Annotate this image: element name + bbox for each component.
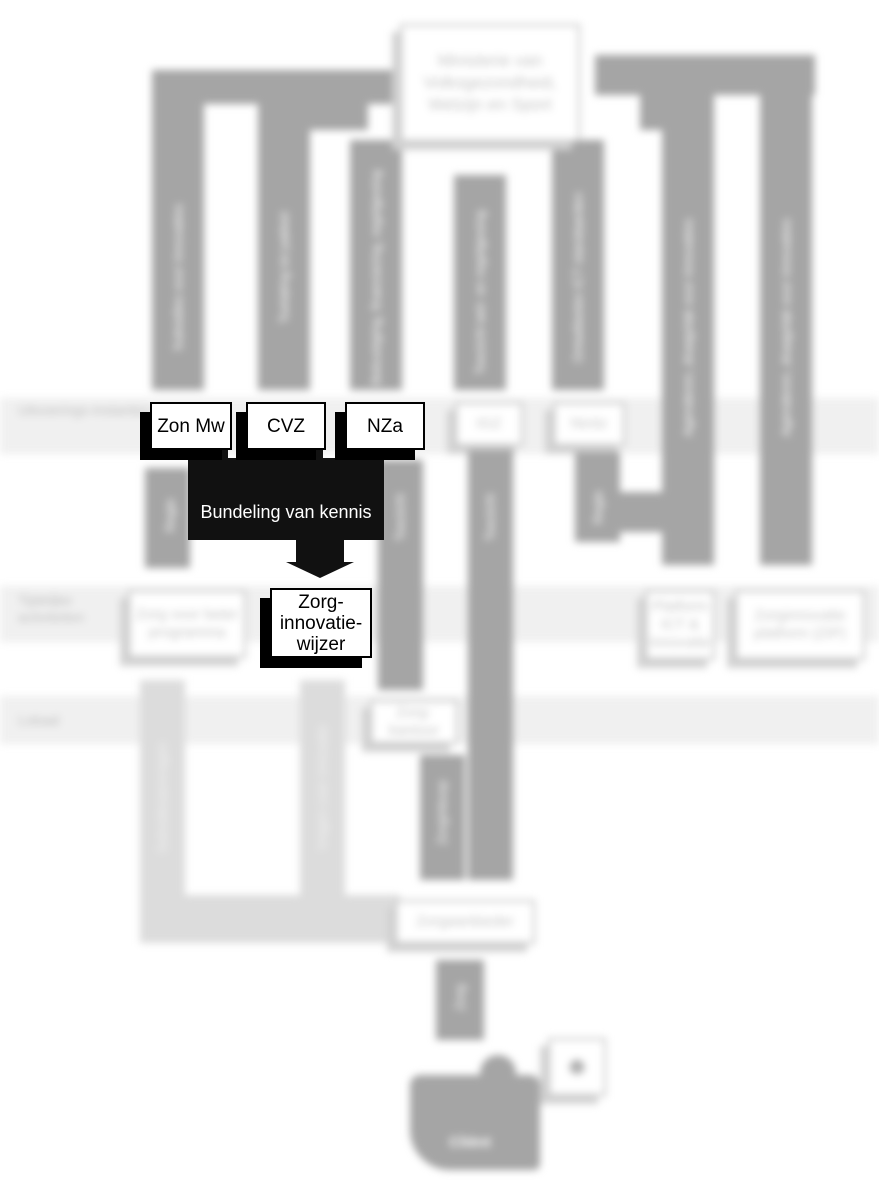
flow-label-toezicht-1: Toezicht	[392, 493, 408, 542]
flow-regie-1	[145, 468, 190, 568]
box-zorgkantoor: Zorg-kantoor	[370, 700, 458, 744]
flow-label-zorginkoop: Zorginkoop	[434, 779, 450, 846]
flow-agenderen-1	[662, 95, 714, 565]
flow-subsidies	[152, 70, 204, 390]
flow-label-toezicht-2: Toezicht	[482, 493, 498, 542]
box-zonmw: Zon Mw	[150, 402, 232, 450]
box-zorg-voor-beter: Zorg voor beter programma	[128, 590, 246, 658]
client-label: Cliënt	[449, 1134, 491, 1151]
flow-label-agenderen-1: Agenderen, draagvlak voor innovaties	[680, 218, 696, 437]
bundeling-connector-nza	[343, 445, 384, 465]
client-shape	[410, 1075, 540, 1170]
box-zorginnovatiewijzer: Zorg-innovatie-wijzer	[270, 588, 372, 658]
flow-zorg	[436, 960, 484, 1040]
bundeling-connector-cvz	[283, 445, 323, 465]
flow-bekostiging	[350, 140, 402, 390]
flow-vragen	[300, 680, 345, 920]
flow-toelating	[258, 100, 310, 390]
flow-label-toezicht-wet: Toezicht wet- en regelgeving	[472, 210, 488, 375]
flow-label-regie-2: Regie	[590, 490, 606, 525]
flow-label-zorg: Zorg	[452, 984, 468, 1011]
bundeling-connector-zonmw	[188, 445, 228, 465]
box-igz: IGZ	[455, 402, 523, 446]
flow-ict	[552, 140, 604, 390]
extra-person-box: ☻	[548, 1038, 606, 1096]
box-cvz: CVZ	[246, 402, 326, 450]
flow-agenderen-2	[760, 55, 812, 565]
person-icon: ☻	[564, 1053, 590, 1080]
row-label-lokaal: Lokaal	[18, 712, 60, 728]
flow-return-bar	[140, 895, 400, 943]
flow-label-toelating: Toelating tot pakket	[276, 211, 292, 324]
box-nictiz: Nictiz	[553, 402, 625, 446]
flow-label-agenderen-2: Agenderen, draagvlak voor innovaties	[778, 218, 794, 437]
flow-label-ict: Ontwikkelen ICT standaarden	[570, 191, 586, 364]
box-platform-ict: Platform ICT & Innovatie	[645, 590, 715, 660]
flow-label-regie-1: Regie	[162, 498, 178, 533]
ministry-box: Ministerie van Volksgezondheid, Welzijn …	[400, 24, 580, 142]
flow-zorginkoop	[420, 755, 465, 880]
band-uitvoeringsinstanties	[0, 398, 879, 454]
bundeling-stem	[296, 538, 344, 564]
box-zorgaanbieder: Zorgaanbieder	[395, 900, 535, 944]
client-head-icon	[480, 1055, 516, 1091]
flow-label-bekostiging: Bekostiging, financiering, regelgeving	[368, 169, 384, 386]
bundeling-label: Bundeling van kennis	[200, 502, 372, 522]
row-label-tijdelijke-activiteiten: Tijdelijke activiteiten	[18, 592, 85, 625]
flow-toezicht-wet	[454, 175, 506, 390]
flow-toezicht-2	[468, 450, 513, 880]
flow-regie-2-bar	[600, 492, 680, 532]
box-nza: NZa	[345, 402, 425, 450]
row-label-uitvoeringsinstanties: Uitvoerings-instanties	[18, 402, 152, 418]
flow-toezicht-1	[378, 460, 423, 690]
bundeling-arrow-icon	[286, 562, 354, 578]
flow-label-subsidieaanvragen: Subsidieaanvragen	[154, 741, 170, 854]
bundeling-band	[188, 458, 384, 540]
flow-label-subsidies: Subsidies voor innovaties	[170, 203, 186, 352]
box-zip: Zorginnovatie platform (ZIP)	[735, 590, 865, 660]
flow-label-vragen: Vragen over innovatie	[314, 724, 330, 851]
